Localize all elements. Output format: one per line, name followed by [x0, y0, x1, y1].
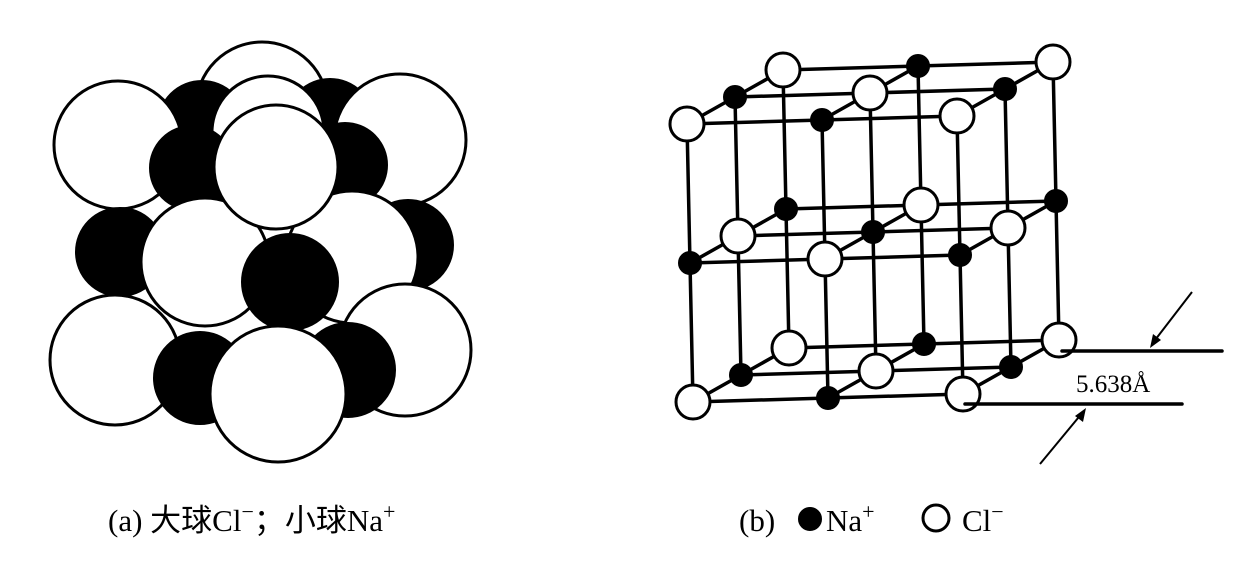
lattice-dimension: 5.638Å: [963, 291, 1224, 465]
dimension-arrow-top: [1151, 291, 1193, 345]
lattice-bond: [823, 257, 830, 400]
na-atom: [678, 251, 702, 275]
na-atom: [810, 108, 834, 132]
legend-cl-dot: [921, 503, 951, 533]
lattice-bond: [868, 87, 1007, 95]
caption-a-sup2: +: [383, 499, 395, 524]
lattice-bond: [826, 392, 965, 400]
space-filling-model: [48, 40, 473, 464]
lattice-bond: [733, 91, 872, 99]
na-atom: [948, 243, 972, 267]
lattice-bond: [916, 64, 923, 207]
lattice-bond: [919, 203, 926, 346]
lattice-bond: [874, 365, 1013, 373]
na-atom: [729, 363, 753, 387]
lattice-bond: [688, 257, 827, 265]
caption-a-sup: −: [241, 499, 253, 524]
dimension-arrowhead-bottom: [1075, 408, 1086, 422]
cl-sphere: [212, 103, 340, 231]
cl-atom: [719, 217, 757, 255]
lattice-bond: [955, 114, 962, 257]
lattice-bond: [784, 207, 791, 350]
cl-atom: [674, 383, 712, 421]
na-sphere: [241, 233, 339, 331]
cl-atom: [989, 209, 1027, 247]
na-atom: [993, 77, 1017, 101]
lattice-bond: [781, 64, 920, 72]
lattice-bond: [868, 91, 875, 234]
lattice-bond: [1003, 87, 1010, 230]
lattice-bond: [739, 369, 878, 377]
lattice-bond: [736, 234, 743, 377]
cl-atom: [944, 375, 982, 413]
caption-a-separator: ；: [254, 503, 285, 538]
lattice-bond: [820, 118, 827, 261]
cl-atom: [770, 329, 808, 367]
lattice-bond: [733, 95, 740, 238]
cl-atom: [1040, 321, 1078, 359]
lattice-bond: [685, 122, 692, 265]
lattice-bond: [781, 68, 788, 211]
legend-na-text: Na+: [826, 499, 875, 538]
cl-atom: [668, 105, 706, 143]
cl-atom: [902, 186, 940, 224]
lattice-bond: [691, 396, 830, 404]
caption-b-label: (b): [739, 503, 775, 538]
cl-atom: [764, 51, 802, 89]
dimension-arrow-bottom: [1039, 411, 1084, 465]
caption-a: (a) 大球Cl−；小球Na+: [108, 499, 395, 538]
lattice-bond: [685, 118, 824, 126]
lattice-bond: [820, 114, 959, 122]
caption-a-label: (a) 大球Cl: [108, 503, 241, 538]
na-atom: [774, 197, 798, 221]
lattice-bond: [1006, 226, 1013, 369]
cl-sphere: [208, 324, 348, 464]
legend-cl-text: Cl−: [962, 499, 1004, 538]
legend-na-dot: [798, 507, 822, 531]
lattice-bond: [823, 253, 962, 261]
lattice-bond: [1054, 199, 1061, 342]
legend-na-label: Na: [826, 503, 862, 538]
lattice-atoms: [668, 43, 1078, 421]
lattice-bond: [922, 338, 1061, 346]
caption-a-small: 小球Na: [285, 503, 383, 538]
lattice-bond: [784, 203, 923, 211]
lattice-bond: [688, 261, 695, 404]
lattice-bond: [736, 230, 875, 238]
lattice-bond: [787, 342, 926, 350]
dimension-arrowhead-top: [1150, 334, 1161, 348]
cl-atom: [851, 74, 889, 112]
lattice-bond: [916, 60, 1055, 68]
na-atom: [816, 386, 840, 410]
legend-cl-sup: −: [991, 499, 1003, 524]
lattice-bond: [871, 230, 878, 373]
cl-atom: [938, 97, 976, 135]
lattice-bond: [958, 253, 965, 396]
na-atom: [723, 85, 747, 109]
lattice-bond: [919, 199, 1058, 207]
na-atom: [999, 355, 1023, 379]
na-atom: [861, 220, 885, 244]
na-atom: [1044, 189, 1068, 213]
cl-atom: [857, 352, 895, 390]
lattice-constant-label: 5.638Å: [1076, 371, 1150, 398]
legend-cl-label: Cl: [962, 503, 991, 538]
na-atom: [912, 332, 936, 356]
lattice-model: [668, 43, 1078, 421]
legend-na-sup: +: [862, 499, 874, 524]
cl-atom: [806, 240, 844, 278]
na-atom: [906, 54, 930, 78]
lattice-bond: [871, 226, 1010, 234]
lattice-bond: [1051, 60, 1058, 203]
cl-atom: [1034, 43, 1072, 81]
